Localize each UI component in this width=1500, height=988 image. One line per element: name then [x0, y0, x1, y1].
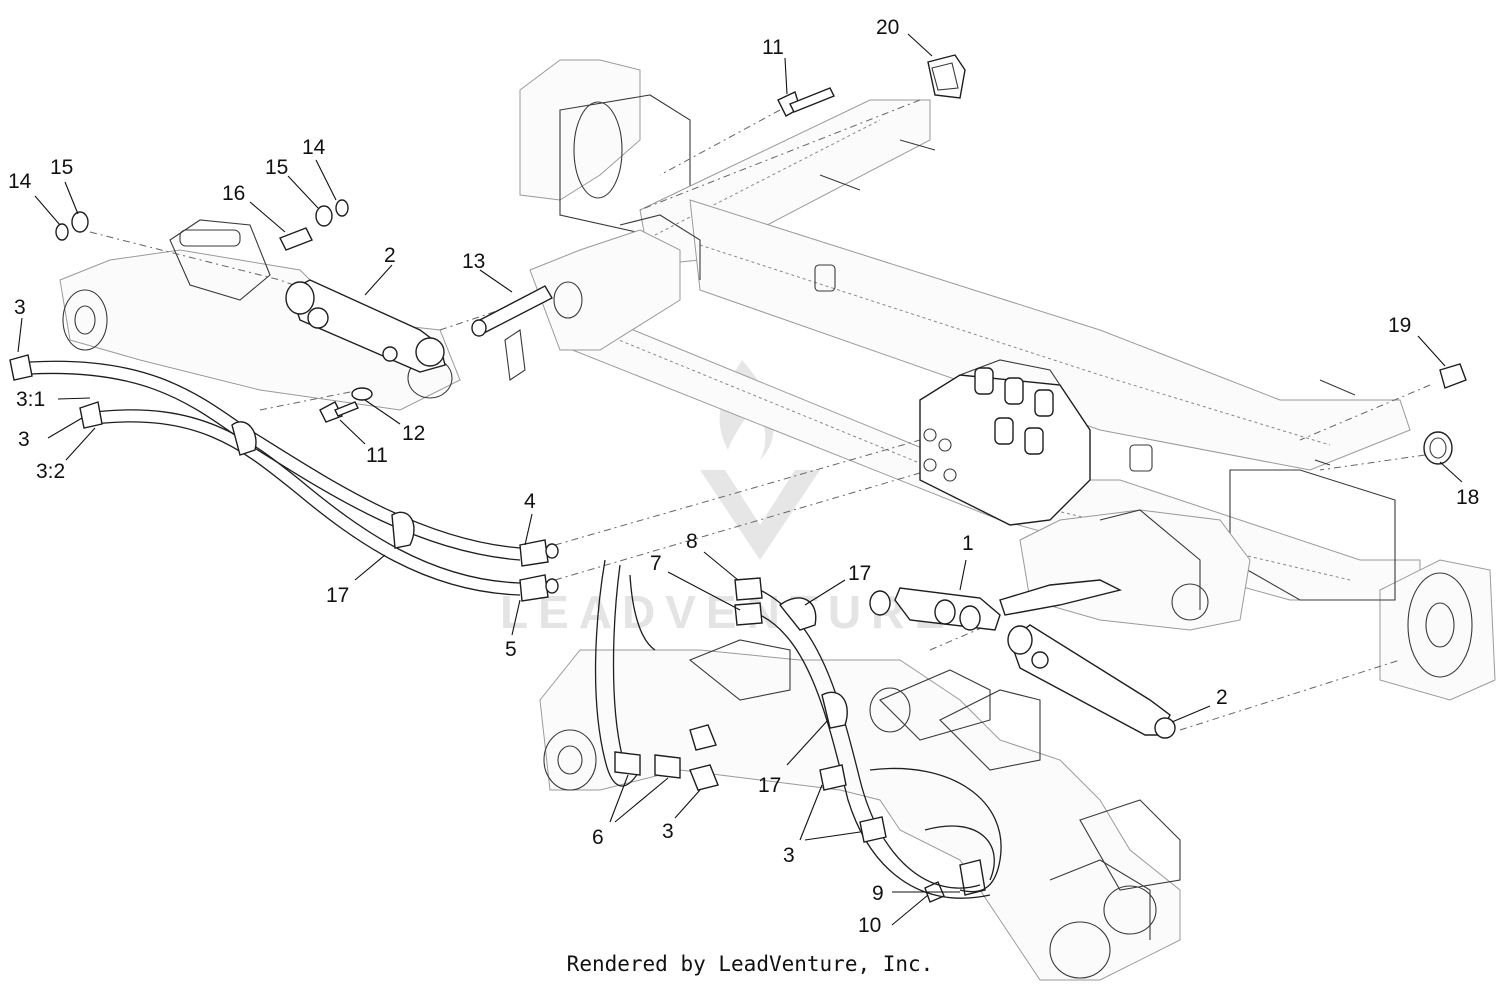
grommet-part: [1423, 431, 1453, 465]
callout-15: 15: [50, 156, 73, 179]
callout-8: 8: [686, 530, 698, 553]
callout-3: 3: [14, 296, 26, 319]
bolt-washer-part: [319, 387, 373, 423]
callout-19: 19: [1388, 314, 1411, 337]
bolt-part: [777, 87, 835, 117]
hydraulic-hoses: [9, 354, 1002, 899]
end-plug-part: [927, 54, 966, 99]
callout-12: 12: [402, 422, 425, 445]
lift-cylinder-upper: [285, 279, 446, 373]
callout-14: 14: [302, 136, 326, 159]
callout-18: 18: [1456, 486, 1479, 509]
leader-lines: [17, 33, 1463, 926]
callout-labels: 20 11 14 15 15 14 16 2 13 3 3:1 3 3:2 12…: [8, 16, 1479, 937]
callout-6: 6: [592, 826, 604, 849]
callout-13: 13: [462, 250, 485, 273]
callout-9: 9: [872, 882, 884, 905]
callout-3: 3: [18, 428, 30, 451]
pivot-pin-part: [471, 285, 553, 337]
watermark-logo: LEADVENTURE: [500, 360, 955, 638]
callout-2: 2: [384, 244, 396, 267]
parts: [55, 54, 1467, 903]
washers-and-pin-part: [55, 199, 349, 251]
callout-4: 4: [524, 490, 536, 513]
valve-manifold-part: [919, 359, 1091, 526]
callout-7: 7: [650, 552, 662, 575]
callout-3: 3: [662, 820, 674, 843]
callout-16: 16: [222, 182, 245, 205]
render-credit: Rendered by LeadVenture, Inc.: [566, 952, 934, 976]
callout-17: 17: [326, 584, 349, 607]
callout-15: 15: [265, 156, 288, 179]
callout-11: 11: [762, 36, 784, 59]
small-plug-part: [1439, 363, 1467, 389]
lift-cylinder-lower: [1007, 624, 1176, 739]
callout-11: 11: [366, 444, 388, 467]
callout-2: 2: [1216, 686, 1228, 709]
callout-3-2: 3:2: [36, 460, 65, 483]
callout-17: 17: [758, 774, 781, 797]
callout-14: 14: [8, 170, 32, 193]
callout-3: 3: [783, 844, 795, 867]
callout-1: 1: [962, 532, 974, 555]
steering-cylinder-part: [869, 579, 1123, 631]
callout-17: 17: [848, 562, 871, 585]
callout-5: 5: [505, 638, 517, 661]
clamp-bolt-part: [924, 859, 986, 903]
callout-3-1: 3:1: [16, 388, 45, 411]
watermark-text: LEADVENTURE: [500, 586, 955, 638]
callout-20: 20: [876, 16, 899, 39]
callout-10: 10: [858, 914, 881, 937]
